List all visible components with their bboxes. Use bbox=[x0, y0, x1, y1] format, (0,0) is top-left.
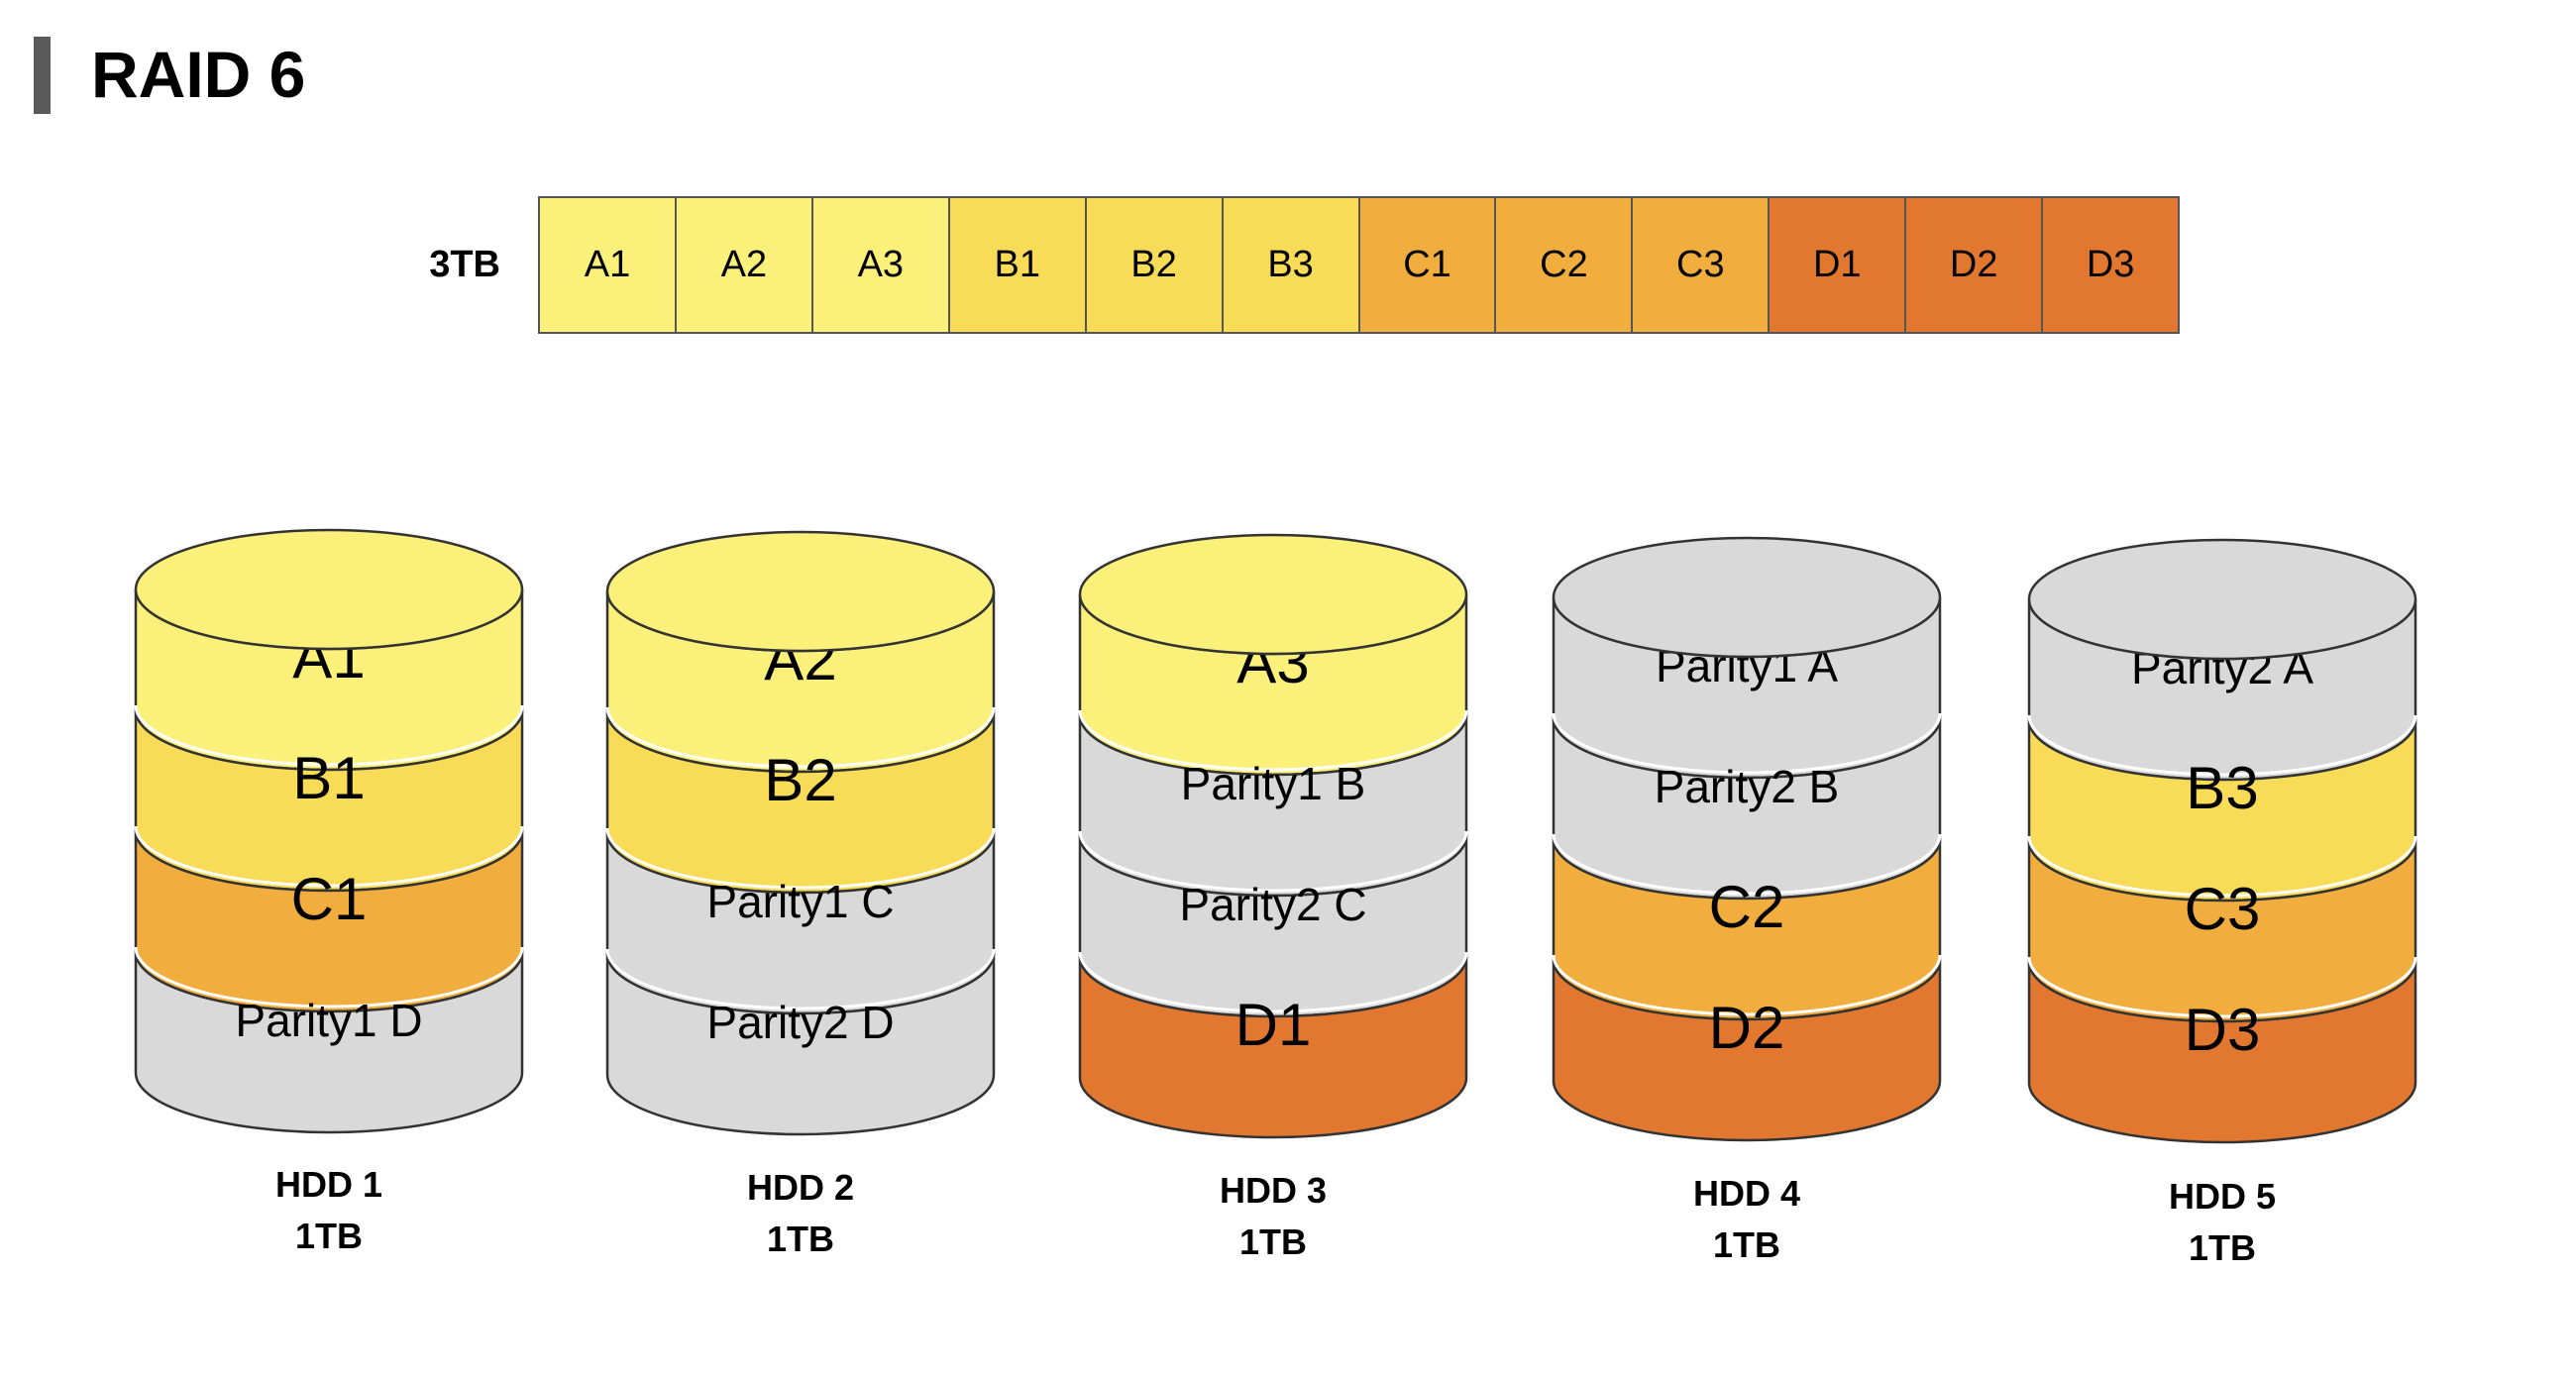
disk-1-block-4 bbox=[134, 951, 524, 1134]
disk-3-caption: HDD 3 1TB bbox=[1125, 1165, 1422, 1268]
disk-size: 1TB bbox=[1712, 1224, 1780, 1265]
disk-2-caption: HDD 2 1TB bbox=[652, 1162, 949, 1265]
disk-2-block-2-label: B2 bbox=[764, 747, 836, 813]
capacity-label: 3TB bbox=[429, 244, 500, 285]
strip-cell-a1: A1 bbox=[540, 198, 677, 332]
segment-separator bbox=[1078, 951, 1468, 1013]
segment-separator bbox=[1552, 833, 1942, 896]
disk-5-caption: HDD 5 1TB bbox=[2074, 1171, 2371, 1274]
disk-3-block-3-label: Parity2 C bbox=[1179, 879, 1366, 930]
disk-4-block-2-label: Parity2 B bbox=[1655, 761, 1840, 812]
strip-cell-a3: A3 bbox=[812, 198, 950, 332]
disk-name: HDD 5 bbox=[2168, 1176, 2277, 1217]
strip-cell-a2: A2 bbox=[676, 198, 813, 332]
disk-4-block-3-label: C2 bbox=[1709, 874, 1785, 940]
segment-separator bbox=[134, 825, 524, 888]
segment-separator bbox=[134, 704, 524, 767]
disk-4-top bbox=[1552, 536, 1942, 659]
strip-cell-d3: D3 bbox=[2043, 198, 2179, 332]
disk-3-block-4 bbox=[1078, 956, 1468, 1139]
disk-3-top bbox=[1078, 533, 1468, 656]
segment-separator bbox=[1078, 830, 1468, 893]
segment-separator bbox=[1552, 954, 1942, 1016]
disk-5-top bbox=[2027, 538, 2417, 661]
disk-2-block-4 bbox=[605, 953, 996, 1136]
disk-3-block-2-label: Parity1 B bbox=[1181, 758, 1366, 809]
disk-4-block-4 bbox=[1552, 959, 1942, 1142]
disk-1-block-3-label: C1 bbox=[291, 866, 368, 932]
disk-1-block-4-label: Parity1 D bbox=[235, 995, 422, 1046]
disk-name: HDD 4 bbox=[1692, 1173, 1801, 1214]
segment-separator bbox=[605, 948, 996, 1010]
segment-separator bbox=[1078, 709, 1468, 772]
title-accent-bar bbox=[34, 37, 51, 114]
segment-separator bbox=[2027, 956, 2417, 1018]
disk-1-caption: HDD 1 1TB bbox=[180, 1159, 478, 1262]
segment-separator bbox=[2027, 714, 2417, 777]
disk-3-block-4-label: D1 bbox=[1235, 992, 1312, 1058]
disk-5-block-3-label: C3 bbox=[2185, 876, 2261, 942]
disk-name: HDD 3 bbox=[1219, 1170, 1328, 1211]
disk-2-block-4-label: Parity2 D bbox=[706, 997, 894, 1048]
disk-5-block-4-label: D3 bbox=[2185, 997, 2261, 1063]
strip-cell-b1: B1 bbox=[949, 198, 1087, 332]
disk-4-caption: HDD 4 1TB bbox=[1598, 1168, 1895, 1271]
segment-separator bbox=[605, 706, 996, 769]
disk-name: HDD 1 bbox=[274, 1164, 383, 1205]
strip-cell-b2: B2 bbox=[1086, 198, 1224, 332]
disk-5-block-4 bbox=[2027, 961, 2417, 1144]
disk-1-top bbox=[134, 528, 524, 651]
strip-cell-d1: D1 bbox=[1770, 198, 1907, 332]
strip-cell-c3: C3 bbox=[1633, 198, 1771, 332]
strip-cell-b3: B3 bbox=[1223, 198, 1360, 332]
disk-size: 1TB bbox=[2188, 1227, 2256, 1268]
segment-separator bbox=[134, 946, 524, 1009]
segment-separator bbox=[1552, 712, 1942, 775]
disk-5-block-2-label: B3 bbox=[2186, 755, 2258, 821]
strip-cell-c1: C1 bbox=[1359, 198, 1497, 332]
disk-4-block-4-label: D2 bbox=[1709, 995, 1785, 1061]
disk-2-top bbox=[605, 530, 996, 653]
segment-separator bbox=[2027, 835, 2417, 898]
segment-separator bbox=[605, 827, 996, 890]
disk-size: 1TB bbox=[766, 1219, 834, 1259]
disk-2-block-3-label: Parity1 C bbox=[706, 876, 894, 927]
strip-cell-c2: C2 bbox=[1496, 198, 1634, 332]
disk-name: HDD 2 bbox=[746, 1167, 855, 1208]
disk-1-block-2-label: B1 bbox=[292, 745, 365, 811]
disk-size: 1TB bbox=[1238, 1222, 1307, 1262]
diagram-title: RAID 6 bbox=[91, 38, 306, 111]
disk-size: 1TB bbox=[294, 1216, 363, 1256]
strip-cell-d2: D2 bbox=[1906, 198, 2044, 332]
